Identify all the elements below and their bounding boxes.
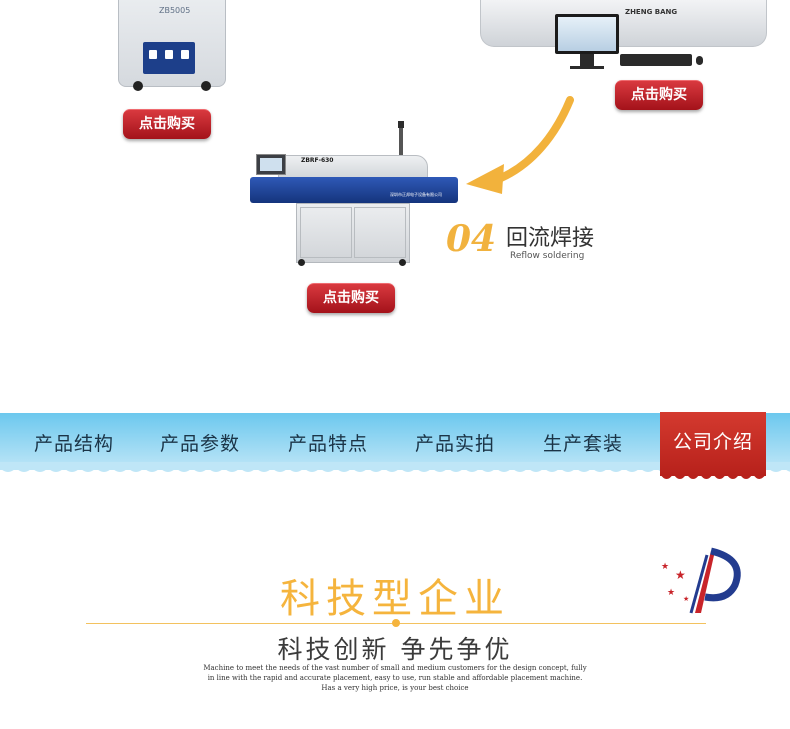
step-number: 04 [446,218,497,260]
svg-text:★: ★ [667,588,675,598]
pick-and-place-machine-image: ZHENG BANG [480,0,767,47]
divider-dot [392,619,400,627]
nav-tab-structure[interactable]: 产品结构 [34,433,115,455]
section-slogan: 科技创新 争先争优 [277,635,513,664]
section-nav-bar [0,413,790,470]
buy-button-oven[interactable]: 点击购买 [307,283,395,313]
monitor-base [570,66,604,69]
keyboard-icon [620,54,692,66]
nav-tab-production-set[interactable]: 生产套装 [543,433,624,455]
wheel-icon [133,81,143,91]
section-description: Machine to meet the needs of the vast nu… [0,663,790,693]
oven-company-label: 深圳市正邦电子设备有限公司 [390,192,442,197]
svg-text:★: ★ [675,568,686,582]
oven-cabinet [296,203,410,263]
description-line: Machine to meet the needs of the vast nu… [203,664,587,672]
nav-tab-features[interactable]: 产品特点 [288,433,369,455]
nav-tab-photos[interactable]: 产品实拍 [415,433,496,455]
wheel-icon [298,259,305,266]
wheel-icon [201,81,211,91]
description-line: in line with the rapid and accurate plac… [207,674,583,682]
machine-model-label: ZB5005 [159,6,191,15]
control-panel [143,42,195,74]
oven-screen-icon [256,154,286,175]
nav-tab-company-intro[interactable]: 公司介绍 [660,412,766,476]
machine-brand-label: ZHENG BANG [625,8,678,16]
section-title: 科技型企业 [280,576,510,622]
cabinet-door [300,207,352,258]
svg-text:★: ★ [661,562,669,572]
nav-tab-parameters[interactable]: 产品参数 [160,433,241,455]
active-tab-wave-edge [660,474,766,479]
cabinet-door [354,207,406,258]
description-line: Has a very high price, is your best choi… [321,684,469,692]
step-title: 回流焊接 [506,226,595,251]
oven-model-label: ZBRF-630 [301,157,334,164]
wheel-icon [399,259,406,266]
nav-wave-edge [0,462,790,480]
signal-light-icon [398,121,404,128]
monitor-stand [580,54,594,66]
company-logo-icon: ★ ★ ★ ★ [661,547,741,614]
buy-button-placement[interactable]: 点击购买 [615,80,703,110]
curved-arrow-icon [466,96,574,194]
solder-paste-mixer-image: ZB5005 [118,0,226,91]
reflow-oven-image: 深圳市正邦电子设备有限公司 [250,177,458,203]
mouse-icon [696,56,703,65]
signal-tower [399,121,403,155]
step-subtitle: Reflow soldering [510,251,585,261]
buy-button-mixer[interactable]: 点击购买 [123,109,211,139]
svg-text:★: ★ [683,595,689,603]
monitor-icon [555,14,619,54]
